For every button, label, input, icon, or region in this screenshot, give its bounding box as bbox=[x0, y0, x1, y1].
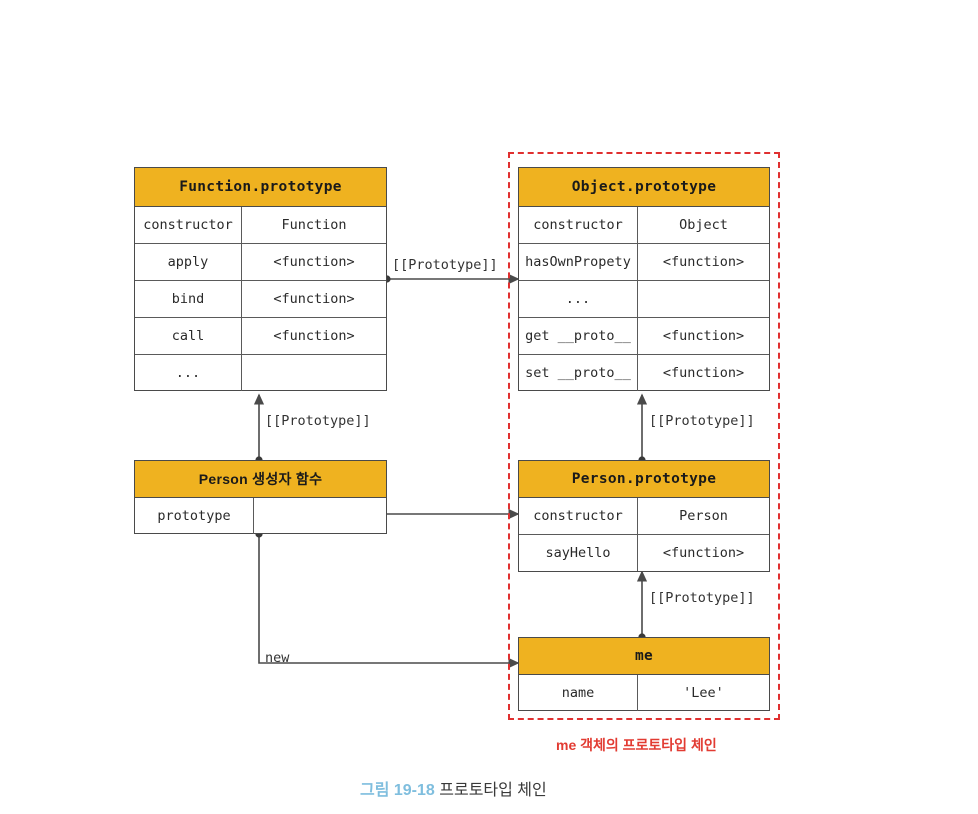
row-value: <function> bbox=[273, 254, 355, 270]
row-value bbox=[254, 498, 386, 534]
figure-caption: 그림 19-18 프로토타입 체인 bbox=[360, 776, 547, 800]
row-key: constructor bbox=[519, 207, 638, 243]
box-title-person-prototype: Person.prototype bbox=[519, 461, 769, 498]
edge-label-person-proto-to-object-proto: [[Prototype]] bbox=[649, 413, 755, 429]
table-row: constructor Person bbox=[519, 498, 769, 535]
table-row: hasOwnPropety <function> bbox=[519, 244, 769, 281]
row-value bbox=[638, 281, 769, 317]
row-value: <function> bbox=[662, 545, 745, 561]
row-key: constructor bbox=[519, 498, 638, 534]
row-value: Person bbox=[679, 508, 728, 524]
row-key: call bbox=[135, 318, 242, 354]
row-key: prototype bbox=[135, 498, 254, 534]
row-value: <function> bbox=[273, 328, 355, 344]
table-row: bind <function> bbox=[135, 281, 386, 318]
row-key: bind bbox=[135, 281, 242, 317]
box-title-function-prototype: Function.prototype bbox=[135, 168, 386, 207]
row-key: sayHello bbox=[519, 535, 638, 571]
table-row: call <function> bbox=[135, 318, 386, 355]
box-person-prototype[interactable]: Person.prototype constructor Person sayH… bbox=[518, 460, 770, 572]
row-key: hasOwnPropety bbox=[519, 244, 638, 280]
row-key: ... bbox=[519, 281, 638, 317]
box-function-prototype[interactable]: Function.prototype constructor Function … bbox=[134, 167, 387, 391]
box-me-object[interactable]: me name 'Lee' bbox=[518, 637, 770, 711]
row-key: set __proto__ bbox=[519, 355, 638, 391]
table-row: ... bbox=[135, 355, 386, 391]
row-value bbox=[242, 355, 386, 391]
row-value: Function bbox=[281, 217, 347, 233]
row-key: constructor bbox=[135, 207, 242, 243]
table-row: name 'Lee' bbox=[519, 675, 769, 711]
box-title-me-object: me bbox=[519, 638, 769, 675]
table-row: get __proto__ <function> bbox=[519, 318, 769, 355]
figure-caption-text: 프로토타입 체인 bbox=[439, 782, 547, 799]
row-value: <function> bbox=[273, 291, 355, 307]
edge-label-new: new bbox=[265, 650, 290, 666]
row-value: 'Lee' bbox=[683, 685, 724, 701]
row-key: apply bbox=[135, 244, 242, 280]
prototype-chain-region-label: me 객체의 프로토타입 체인 bbox=[556, 737, 717, 753]
edge-label-me-to-person-proto: [[Prototype]] bbox=[649, 590, 755, 606]
table-row: constructor Function bbox=[135, 207, 386, 244]
table-row: ... bbox=[519, 281, 769, 318]
table-row: apply <function> bbox=[135, 244, 386, 281]
figure-caption-number: 그림 19-18 bbox=[360, 782, 435, 799]
row-key: get __proto__ bbox=[519, 318, 638, 354]
box-title-person-constructor: Person 생성자 함수 bbox=[135, 461, 386, 498]
box-object-prototype[interactable]: Object.prototype constructor Object hasO… bbox=[518, 167, 770, 391]
table-row: constructor Object bbox=[519, 207, 769, 244]
row-key: ... bbox=[135, 355, 242, 391]
row-value: Object bbox=[679, 217, 728, 233]
table-row: prototype bbox=[135, 498, 386, 534]
row-value: <function> bbox=[662, 328, 745, 344]
row-key: name bbox=[519, 675, 638, 711]
row-value: <function> bbox=[662, 365, 745, 381]
table-row: set __proto__ <function> bbox=[519, 355, 769, 391]
edge-label-person-fn-to-function-proto: [[Prototype]] bbox=[265, 413, 371, 429]
row-value: <function> bbox=[662, 254, 745, 270]
edge-label-function-to-object: [[Prototype]] bbox=[392, 257, 498, 273]
box-title-object-prototype: Object.prototype bbox=[519, 168, 769, 207]
table-row: sayHello <function> bbox=[519, 535, 769, 571]
prototype-chain-region bbox=[508, 152, 780, 720]
box-person-constructor[interactable]: Person 생성자 함수 prototype bbox=[134, 460, 387, 534]
